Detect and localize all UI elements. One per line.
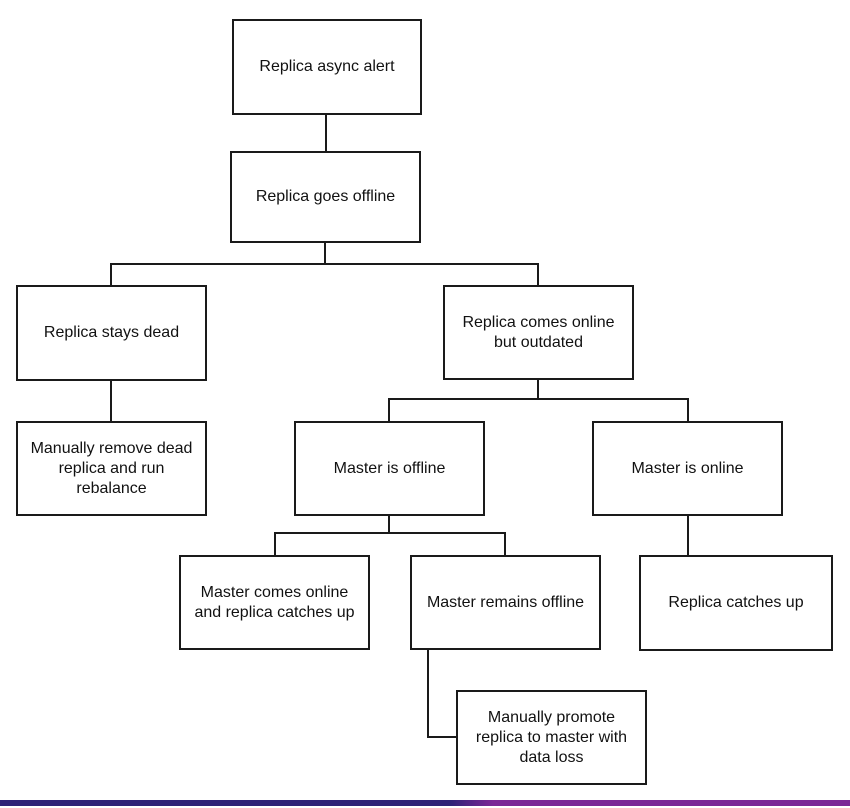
connector-split-3-horizontal xyxy=(274,532,506,534)
connector-remains-offline-elbow-horizontal xyxy=(427,736,456,738)
node-master-comes-online-and-replica-catches-up-label: Master comes online and replica catches … xyxy=(194,583,355,621)
connector-alert-to-goes-offline xyxy=(325,115,327,151)
node-replica-comes-online-but-outdated: Replica comes online but outdated xyxy=(443,285,634,380)
connector-stays-dead-to-remove xyxy=(110,381,112,421)
connector-split-1-right-drop xyxy=(537,263,539,285)
connector-split-2-right-drop xyxy=(687,398,689,421)
node-master-remains-offline-label: Master remains offline xyxy=(426,593,585,611)
node-master-is-offline: Master is offline xyxy=(294,421,485,516)
node-manually-remove-dead-replica: Manually remove dead replica and run reb… xyxy=(16,421,207,516)
connector-outdated-stem xyxy=(537,380,539,400)
connector-split-1-left-drop xyxy=(110,263,112,285)
connector-split-3-left-drop xyxy=(274,532,276,555)
node-master-is-online-label: Master is online xyxy=(631,459,744,477)
node-master-comes-online-and-replica-catches-up: Master comes online and replica catches … xyxy=(179,555,370,650)
footer-accent-bar xyxy=(0,800,850,806)
connector-remains-offline-elbow-vertical xyxy=(427,650,429,738)
node-replica-stays-dead: Replica stays dead xyxy=(16,285,207,381)
node-replica-async-alert: Replica async alert xyxy=(232,19,422,115)
node-manually-remove-dead-replica-label: Manually remove dead replica and run reb… xyxy=(30,439,193,497)
node-master-is-online: Master is online xyxy=(592,421,783,516)
node-replica-goes-offline-label: Replica goes offline xyxy=(255,188,396,205)
node-manually-promote-replica-label: Manually promote replica to master with … xyxy=(475,708,628,766)
node-replica-stays-dead-label: Replica stays dead xyxy=(43,324,180,341)
node-manually-promote-replica: Manually promote replica to master with … xyxy=(456,690,647,785)
node-replica-async-alert-label: Replica async alert xyxy=(259,58,395,75)
node-replica-catches-up: Replica catches up xyxy=(639,555,833,651)
node-replica-catches-up-label: Replica catches up xyxy=(668,594,804,611)
node-replica-goes-offline: Replica goes offline xyxy=(230,151,421,243)
connector-split-2-left-drop xyxy=(388,398,390,421)
connector-split-1-horizontal xyxy=(110,263,539,265)
node-replica-comes-online-but-outdated-label: Replica comes online but outdated xyxy=(462,313,615,351)
connector-split-3-right-drop xyxy=(504,532,506,555)
connector-split-2-horizontal xyxy=(388,398,689,400)
node-master-remains-offline: Master remains offline xyxy=(410,555,601,650)
connector-master-online-to-catches-up xyxy=(687,516,689,555)
connector-goes-offline-stem xyxy=(324,243,326,264)
node-master-is-offline-label: Master is offline xyxy=(333,459,446,477)
connector-master-offline-stem xyxy=(388,516,390,534)
